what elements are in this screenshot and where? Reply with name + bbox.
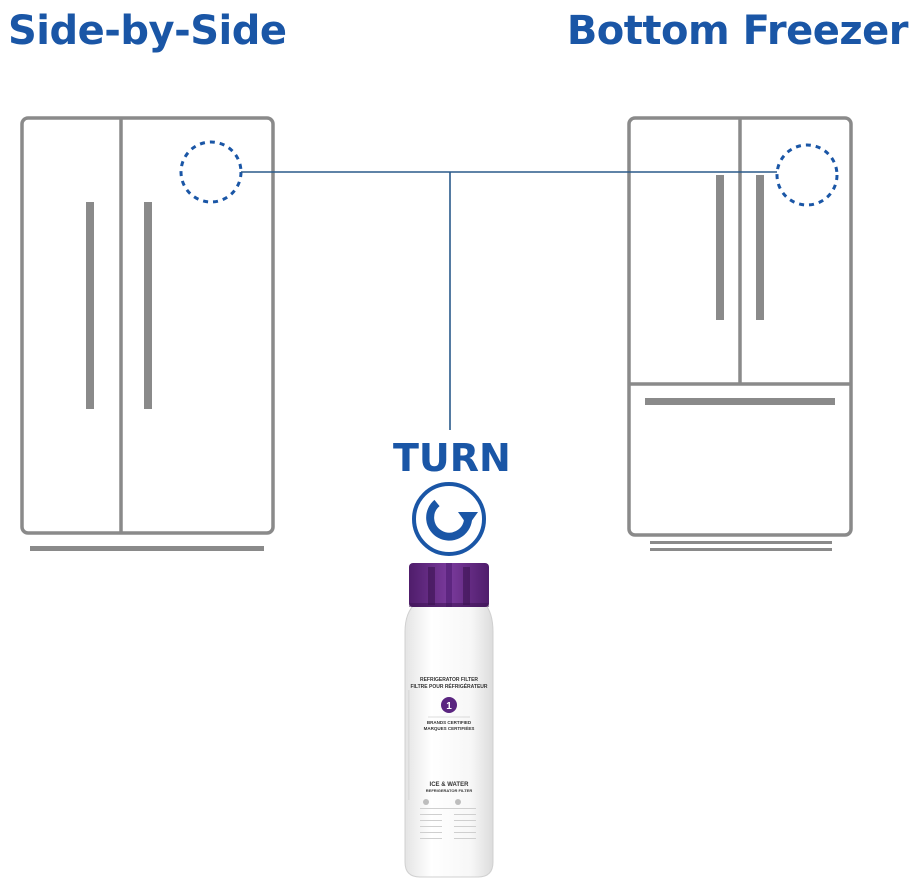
filter-product-sub: REFRIGERATOR FILTER [426,788,473,793]
fridge-base-line-1 [650,541,832,544]
side-by-side-fridge [20,116,275,551]
bottom-freezer-title: Bottom Freezer [566,8,909,54]
turn-label: TURN [393,436,511,480]
fridge-base-line [30,546,264,551]
bottle-body [404,602,494,878]
left-door-handle [716,175,724,320]
freezer-handle [645,398,835,405]
filter-heading-fr: FILTRE POUR RÉFRIGÉRATEUR [410,682,487,690]
right-door-handle [144,202,152,409]
right-door-handle [756,175,764,320]
filter-location-marker-icon [775,143,839,207]
water-filter-bottle: REFRIGERATOR FILTER FILTRE POUR RÉFRIGÉR… [404,563,494,878]
filter-number-badge [441,697,457,713]
filter-heading-en: REFRIGERATOR FILTER [420,677,478,683]
filter-badge-number: 1 [446,701,452,712]
filter-location-marker-icon [179,140,243,204]
filter-certified-fr: MARQUES CERTIFIÉES [424,724,475,731]
left-door-handle [86,202,94,409]
fridge-base-line-2 [650,548,832,551]
rotate-clockwise-icon [412,482,486,556]
side-by-side-title: Side-by-Side [8,8,287,54]
bottom-freezer-fridge [627,116,853,551]
fridge-body-outline [20,116,275,535]
filter-certified-en: BRANDS CERTIFIED [427,720,472,725]
filter-product-name: ICE & WATER [430,782,470,788]
connector-lines [241,171,777,430]
